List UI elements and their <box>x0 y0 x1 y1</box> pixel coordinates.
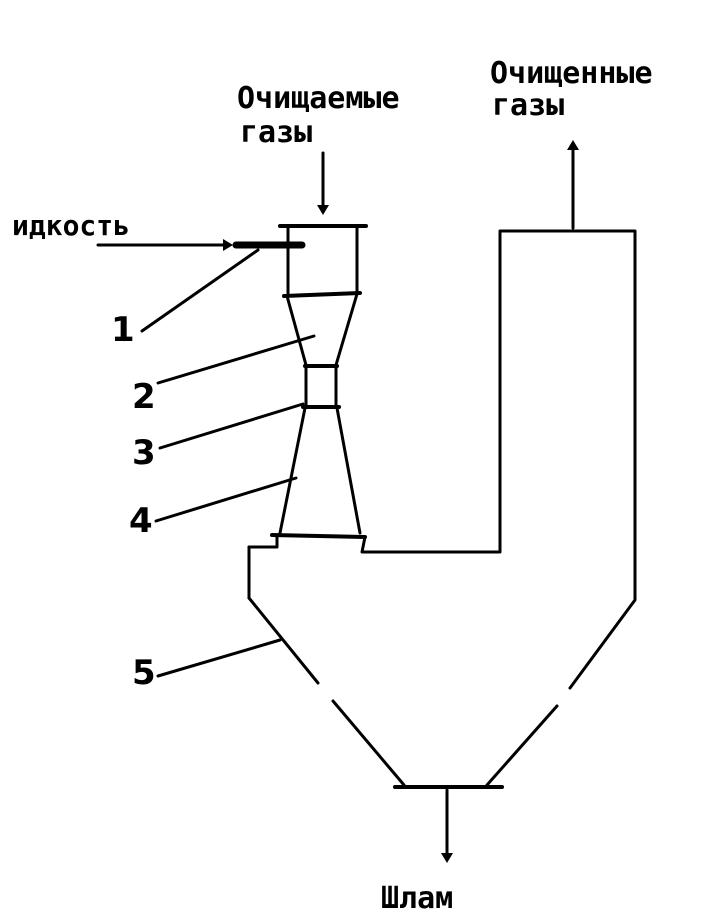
callout-1: 5 <box>132 638 282 693</box>
outlet-gas-label-line2: газы <box>492 88 564 123</box>
callout-number: 4 <box>129 501 153 541</box>
venturi-throat <box>301 364 341 409</box>
venturi-diffuser <box>270 406 367 539</box>
sludge-label: Шлам <box>381 881 453 916</box>
callout-3: 3 <box>132 402 305 473</box>
liquid-label: идкость <box>12 209 130 242</box>
leader-line <box>140 248 260 333</box>
callout-number: 2 <box>132 377 156 417</box>
callout-number: 1 <box>111 310 135 350</box>
leader-line <box>154 476 298 523</box>
outlet-gas-label-line1: Очищенные <box>490 56 653 91</box>
callout-2: 4 <box>129 476 298 541</box>
venturi-confuser <box>285 292 359 367</box>
leader-line <box>156 334 316 385</box>
leader-line <box>158 402 305 450</box>
inlet-gas-label-line1: Очищаемые <box>237 81 400 116</box>
callout-number: 3 <box>132 433 156 473</box>
callout-4: 2 <box>132 334 316 417</box>
venturi-inlet-chamber <box>278 224 368 298</box>
separator-vessel <box>247 229 637 787</box>
callout-number: 5 <box>132 653 156 693</box>
leader-line <box>156 638 282 678</box>
callout-5: 1 <box>111 248 260 350</box>
inlet-gas-label-line2: газы <box>240 115 312 150</box>
